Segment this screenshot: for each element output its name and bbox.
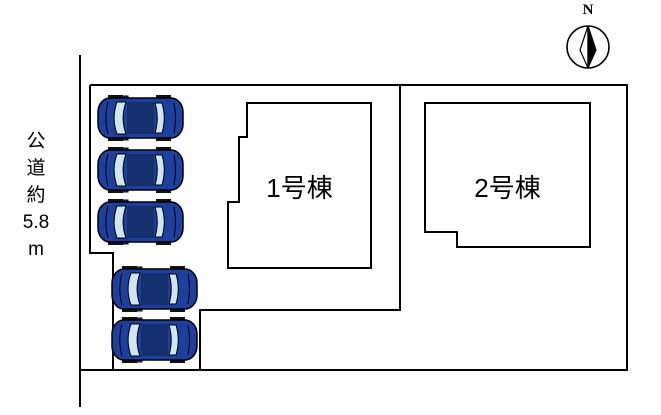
building-1-outline	[227, 102, 372, 269]
compass-icon	[566, 25, 610, 69]
road-width-label: 公 道 約 5.8 m	[14, 128, 58, 263]
plot-boundary	[80, 84, 628, 371]
building-2-outline	[424, 102, 591, 248]
building-1-label: 1号棟	[266, 173, 333, 203]
compass-north-label: N	[582, 2, 594, 18]
road-label-char: 道	[26, 158, 46, 179]
plot-boundary-left-step	[89, 85, 114, 370]
road-label-char: 5.8	[22, 212, 50, 233]
building-2-label: 2号棟	[474, 173, 541, 203]
car-icon	[97, 146, 184, 194]
lot-divider-line	[199, 85, 401, 370]
car-icon	[111, 316, 198, 364]
car-icon	[97, 94, 184, 142]
car-icon	[111, 265, 198, 313]
road-label-char: m	[28, 239, 44, 260]
car-icon	[97, 198, 184, 246]
road-label-char: 公	[26, 131, 46, 152]
road-label-char: 約	[26, 185, 46, 206]
